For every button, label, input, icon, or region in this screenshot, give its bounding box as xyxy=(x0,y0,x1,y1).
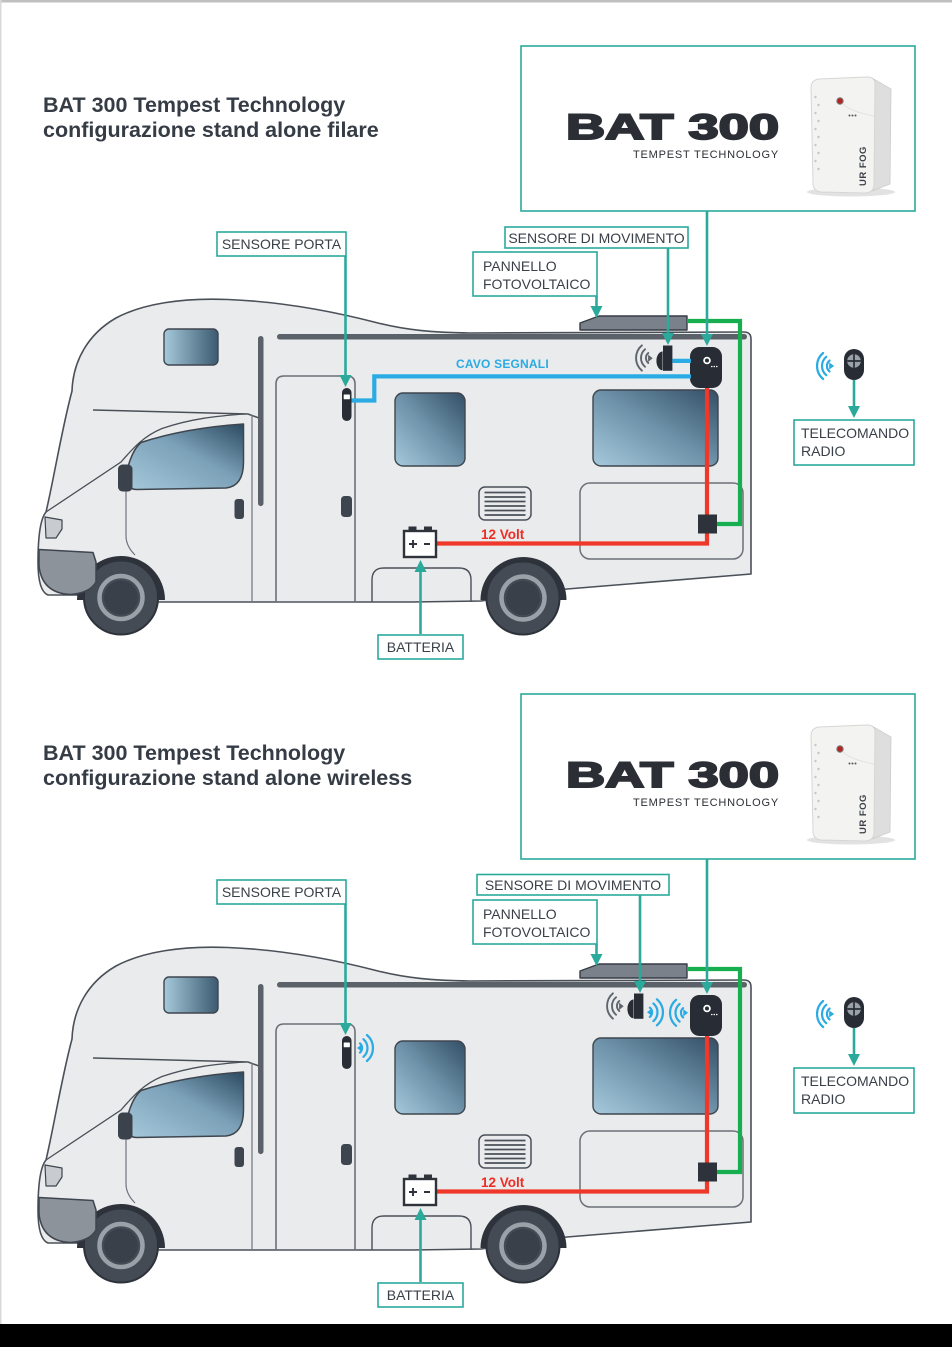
svg-text:BAT 300 Tempest Technology: BAT 300 Tempest Technology xyxy=(43,741,345,765)
svg-text:CAVO SEGNALI: CAVO SEGNALI xyxy=(456,357,549,371)
svg-text:SENSORE DI MOVIMENTO: SENSORE DI MOVIMENTO xyxy=(508,230,684,246)
svg-text:BAT 300 Tempest Technology: BAT 300 Tempest Technology xyxy=(43,93,345,117)
svg-text:configurazione stand alone wir: configurazione stand alone wireless xyxy=(43,766,412,790)
svg-text:SENSORE DI MOVIMENTO: SENSORE DI MOVIMENTO xyxy=(485,877,661,893)
svg-text:configurazione stand alone fil: configurazione stand alone filare xyxy=(43,118,379,142)
